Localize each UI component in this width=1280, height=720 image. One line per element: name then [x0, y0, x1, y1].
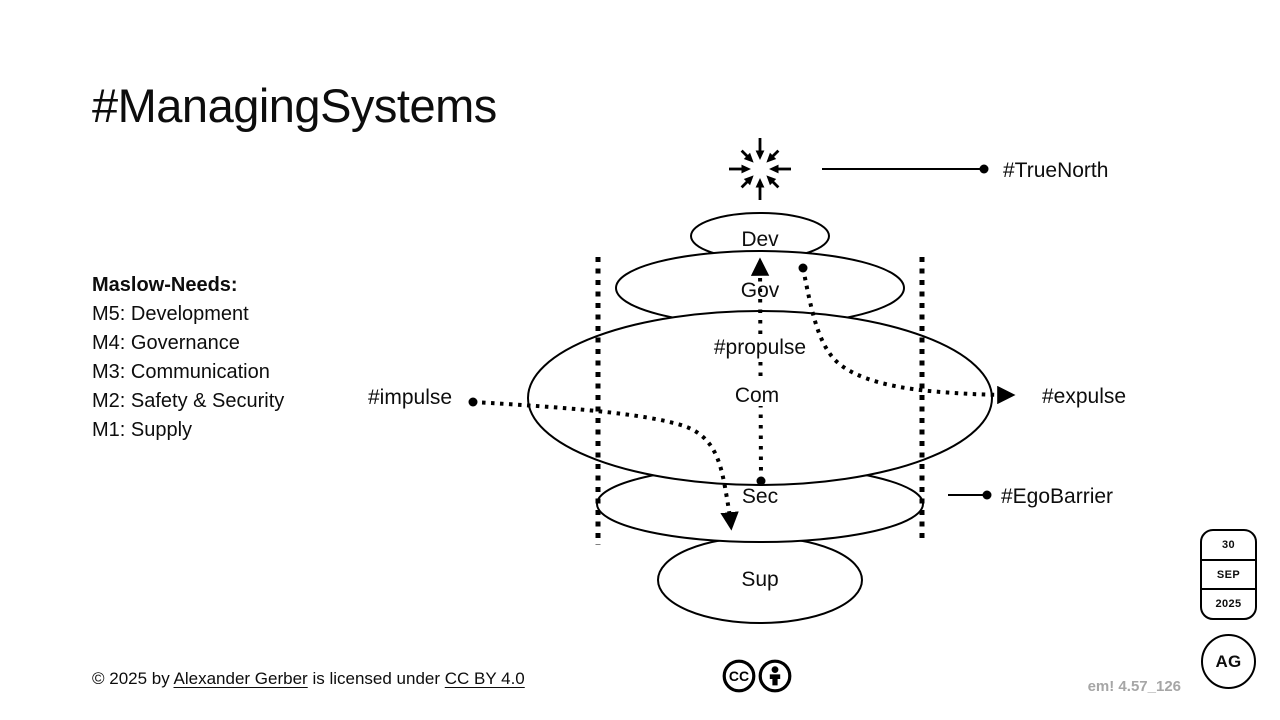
license-middle-text: is licensed under [307, 669, 445, 688]
true-north-dot [979, 164, 989, 174]
impulse-dotted-curve [472, 400, 739, 531]
impulse-label: #impulse [368, 386, 452, 409]
maslow-item-m3: M3: Communication [92, 361, 270, 383]
date-day: 30 [1202, 531, 1255, 561]
level-dev-label: Dev [741, 228, 779, 251]
ego-barrier-dot [982, 490, 992, 500]
version-text: em! 4.57_126 [1087, 678, 1181, 695]
propulse-label-backing [702, 334, 818, 359]
cc-license-badges[interactable]: CC [721, 657, 795, 695]
maslow-item-m2: M2: Safety & Security [92, 390, 285, 412]
maslow-heading: Maslow-Needs: [92, 274, 238, 296]
page-title: #ManagingSystems [92, 79, 497, 132]
maslow-needs-legend: Maslow-Needs: M5: Development M4: Govern… [92, 271, 284, 445]
converging-arrows-icon [729, 138, 791, 200]
author-link[interactable]: Alexander Gerber [173, 669, 308, 688]
maslow-item-m4: M4: Governance [92, 332, 240, 354]
date-year: 2025 [1215, 598, 1242, 611]
level-gov-label: Gov [741, 279, 780, 302]
ego-barrier-label: #EgoBarrier [1001, 485, 1113, 508]
level-com-label: Com [735, 384, 779, 407]
level-sup-label: Sup [741, 568, 778, 591]
true-north-label: #TrueNorth [1003, 159, 1108, 182]
level-sec-label: Sec [742, 485, 778, 508]
date-badge: 30 SEP 2025 [1200, 529, 1257, 620]
author-monogram-badge: AG [1201, 634, 1256, 689]
maslow-item-m5: M5: Development [92, 303, 249, 325]
cc-icon[interactable]: CC [722, 659, 756, 693]
propulse-label: #propulse [714, 336, 806, 359]
license-line: © 2025 by Alexander Gerber is licensed u… [92, 669, 525, 689]
expulse-label: #expulse [1042, 385, 1126, 408]
svg-text:CC: CC [729, 668, 749, 684]
cc-by-person-icon[interactable] [758, 659, 792, 693]
copyright-text: © 2025 by [92, 669, 174, 688]
license-link[interactable]: CC BY 4.0 [444, 669, 525, 688]
maslow-item-m1: M1: Supply [92, 419, 193, 441]
com-label-backing [726, 380, 790, 406]
date-month: SEP [1202, 561, 1255, 591]
